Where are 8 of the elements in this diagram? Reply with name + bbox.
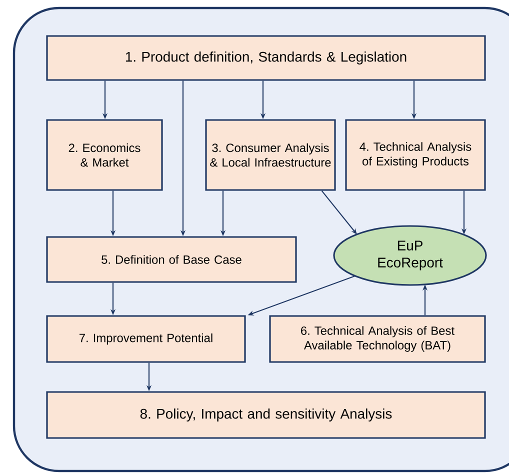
process-box: 6. Technical Analysis of Best Available Technology (BAT)	[269, 315, 486, 363]
process-box: 2. Economics & Market	[46, 119, 163, 191]
process-box: 5. Definition of Base Case	[46, 236, 297, 283]
process-box: 8. Policy, Impact and sensitivity Analysis	[46, 391, 486, 439]
process-box: 4. Technical Analysis of Existing Products	[345, 119, 486, 191]
process-box: 7. Improvement Potential	[46, 315, 246, 363]
process-box: 3. Consumer Analysis & Local Infraestructure	[205, 119, 336, 191]
process-box: 1. Product definition, Standards & Legislation	[46, 35, 486, 81]
